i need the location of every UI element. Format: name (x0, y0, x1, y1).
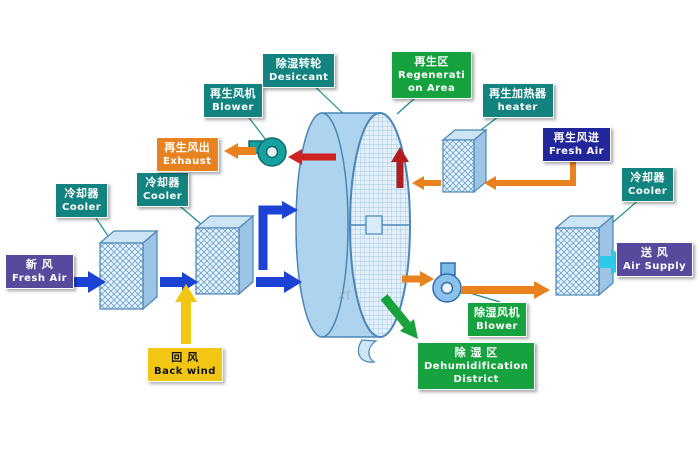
label-air-supply-zh: 送 风 (640, 246, 669, 259)
label-cooler-2-en: Cooler (143, 191, 183, 203)
watermark-text: xt (338, 288, 351, 303)
regen-air-arrows (224, 143, 576, 299)
label-cooler-1-en: Cooler (62, 202, 102, 214)
label-regen-area-zh: 再生区 (414, 55, 449, 68)
label-cooler-1-zh: 冷却器 (64, 187, 99, 200)
label-exhaust: 再生风出 Exhaust (156, 137, 219, 173)
label-regen-blower-zh: 再生风机 (210, 87, 256, 100)
label-back-wind: 回 风 Back wind (147, 347, 223, 383)
label-dehumid-blower: 除湿风机 Blower (467, 302, 527, 338)
label-back-wind-en: Back wind (154, 366, 216, 378)
label-cooler-1: 冷却器 Cooler (55, 183, 109, 219)
label-regen-area: 再生区 Regenerati on Area (391, 51, 473, 100)
label-cooler-2: 冷却器 Cooler (136, 172, 190, 208)
wheel-hub (365, 215, 383, 235)
label-regen-fresh-air-en: Fresh Air (549, 146, 605, 158)
green-arrow-dehumid-district (380, 294, 411, 328)
wheel-back-rim (295, 112, 349, 338)
label-exhaust-zh: 再生风出 (164, 141, 211, 154)
label-dehumid-district-zh: 除 湿 区 (454, 346, 498, 359)
label-desiccant-wheel: 除湿转轮 Desiccant (262, 53, 336, 89)
supply-cooler-box (554, 214, 615, 297)
label-cooler-3-zh: 冷却器 (630, 171, 665, 184)
orange-arrow-regen-in (496, 158, 576, 186)
regen-heater-box (441, 128, 488, 194)
drain-sheet (357, 339, 378, 363)
process-cooler-1-box (98, 229, 159, 311)
dehumid-zone-arrow (380, 294, 418, 339)
label-regen-heater: 再生加热器 heater (482, 83, 554, 119)
label-fresh-air: 新 风 Fresh Air (5, 254, 75, 290)
label-fresh-air-zh: 新 风 (25, 258, 54, 271)
label-dehumid-district-en2: District (453, 374, 499, 386)
label-dehumid-blower-zh: 除湿风机 (474, 306, 520, 319)
label-dehumid-district: 除 湿 区 Dehumidification District (417, 342, 536, 391)
label-cooler-3: 冷却器 Cooler (621, 167, 675, 203)
label-cooler-3-en: Cooler (628, 186, 668, 198)
label-regen-fresh-air-zh: 再生风进 (553, 131, 600, 144)
label-regen-blower: 再生风机 Blower (203, 83, 263, 119)
label-regen-heater-en: heater (497, 102, 538, 114)
label-air-supply: 送 风 Air Supply (616, 242, 694, 278)
label-regen-heater-zh: 再生加热器 (489, 87, 547, 100)
label-exhaust-en: Exhaust (163, 156, 212, 168)
blue-arrow-upper-branch (258, 205, 282, 270)
label-regen-area-en1: Regenerati (398, 70, 466, 82)
label-air-supply-en: Air Supply (623, 261, 687, 273)
label-regen-blower-en: Blower (212, 102, 254, 114)
label-cooler-2-zh: 冷却器 (145, 176, 180, 189)
label-dehumid-district-en1: Dehumidification (424, 361, 529, 373)
process-cooler-2-box (194, 214, 255, 296)
label-dehumid-blower-en: Blower (476, 321, 518, 333)
label-fresh-air-en: Fresh Air (12, 273, 68, 285)
label-desiccant-wheel-zh: 除湿转轮 (275, 57, 322, 70)
label-regen-area-en2: on Area (408, 83, 456, 95)
label-regen-fresh-air: 再生风进 Fresh Air (542, 127, 612, 163)
desiccant-wheel (295, 112, 411, 338)
return-air-arrow (175, 284, 197, 344)
label-desiccant-wheel-en: Desiccant (269, 72, 329, 84)
hot-air-arrows (288, 147, 409, 188)
dehumid-blower-fan (432, 262, 462, 303)
label-back-wind-zh: 回 风 (171, 351, 199, 364)
